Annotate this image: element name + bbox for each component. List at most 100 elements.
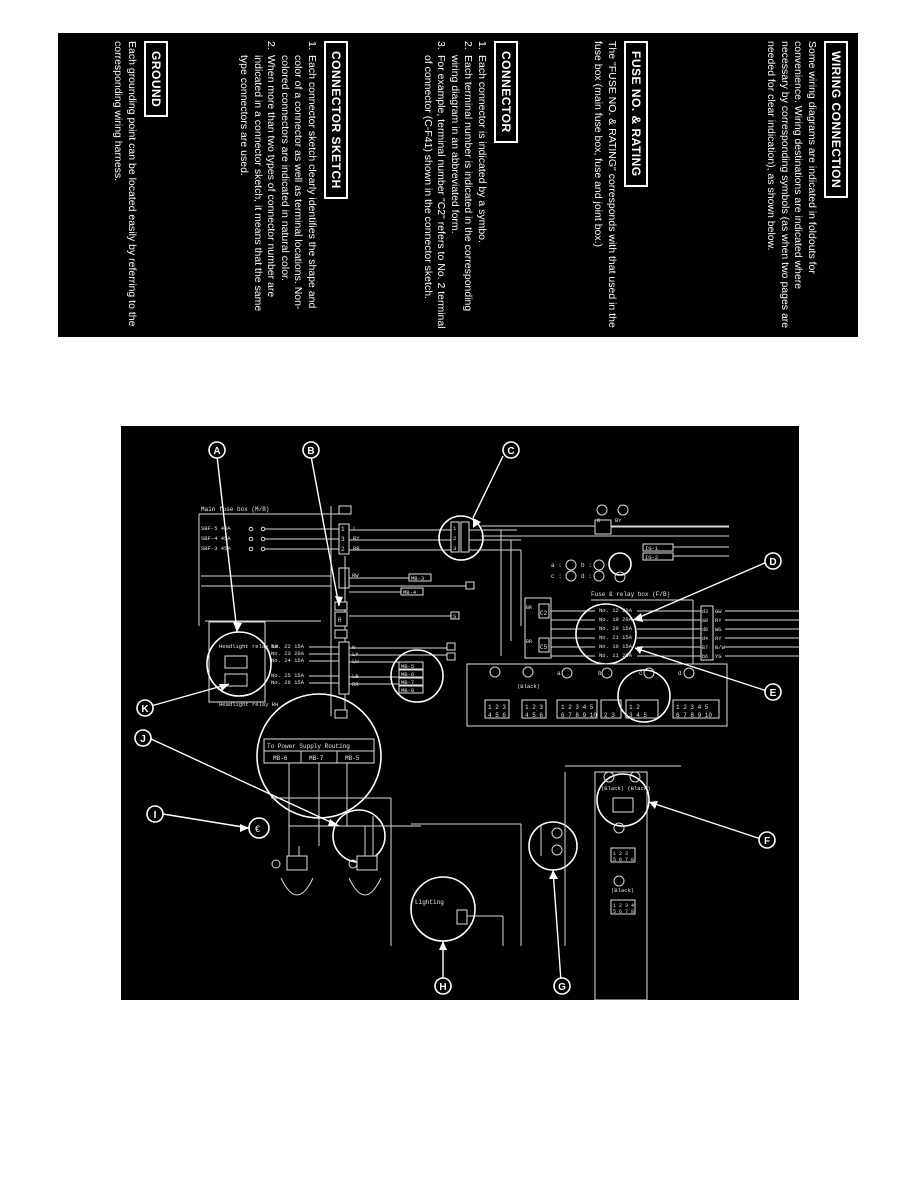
letter-a: a (557, 670, 561, 677)
power-supply-callout: To Power Supply Routing MB-6 MB-7 MB-5 (256, 693, 382, 846)
headlamps: € (248, 797, 522, 946)
svg-text:J: J (140, 734, 146, 745)
main-fuse-box-label: Main fuse box (M/B) (201, 506, 269, 513)
svg-text:1 2 3 4: 1 2 3 4 (613, 903, 634, 909)
list-item: 1.Each connector is indicated by a symbo… (476, 41, 488, 243)
connector-sketch-row: (Black) a b c d 1 2 34 5 6 1 2 34 5 6 1 … (466, 663, 728, 727)
svg-text:A: A (213, 446, 220, 457)
fuse-25: No. 25 15A (271, 672, 305, 679)
svg-text:B: B (597, 517, 601, 524)
svg-text:d3: d3 (702, 609, 708, 615)
svg-text:D: D (769, 557, 776, 568)
rotated-text-content: WIRING CONNECTION Some wiring diagrams a… (58, 33, 858, 337)
svg-text:G: G (558, 982, 566, 993)
svg-text:1: 1 (453, 525, 457, 532)
svg-text:3 4 5: 3 4 5 (629, 712, 647, 719)
svg-text:d4: d4 (702, 636, 708, 642)
fuse-12: No. 12 20A (599, 607, 633, 614)
connector-sketch-heading: CONNECTOR SKETCH (324, 41, 348, 199)
svg-text:5 6 7 8: 5 6 7 8 (613, 857, 634, 863)
svg-text:F: F (764, 836, 770, 847)
sbf-label-1: SBF-5 40A (201, 525, 231, 532)
svg-text:b6: b6 (702, 654, 708, 660)
ground-heading: GROUND (144, 41, 168, 118)
list-item: 3.For example, terminal number "C2" refe… (422, 41, 448, 329)
svg-text:6 7 8 9 10: 6 7 8 9 10 (676, 712, 712, 719)
svg-text:B7: B7 (702, 645, 708, 651)
mb-tag-4: MB-4 (403, 589, 417, 596)
svg-text:C2: C2 (540, 610, 548, 617)
callout-d: D (764, 552, 782, 570)
svg-text:BY: BY (615, 517, 622, 524)
ig-tag-2: IG-2 (645, 554, 658, 561)
callout-b: B (302, 441, 320, 459)
wiring-connection-text: Some wiring diagrams are indicated in fo… (765, 41, 819, 329)
svg-text:R: R (338, 617, 342, 624)
instruction-text-panel: WIRING CONNECTION Some wiring diagrams a… (58, 33, 858, 337)
fuse-relay-box: Fuse & relay box (F/B) C2 C5 BR BR No. 1… (524, 591, 799, 666)
power-cell-2: MB-7 (309, 755, 324, 762)
fuse-rating-section: FUSE NO. & RATING The "FUSE NO. & RATING… (591, 41, 648, 331)
callout-j: J (134, 729, 152, 747)
ground-text: Each grounding point can be located easi… (112, 41, 139, 327)
lighting-label: Lighting (415, 899, 444, 906)
wiring-diagram: Main fuse box (M/B) SBF-5 40A SBF-4 45A … (121, 426, 799, 1000)
svg-text:BR: BR (526, 605, 532, 611)
svg-text:€: € (255, 824, 260, 834)
fuse-rating-heading: FUSE NO. & RATING (624, 41, 648, 187)
fuse-rating-text: The "FUSE NO. & RATING" corresponds with… (592, 41, 619, 328)
relay-rh-label: Headlight relay RH (219, 701, 278, 708)
svg-text:1 2: 1 2 (629, 704, 640, 711)
callout-leader-lines (148, 455, 768, 982)
svg-text:1 2 3 4 5: 1 2 3 4 5 (676, 704, 709, 711)
right-connector-column: (Black) (Black) 1 2 35 6 7 8 (Black) 1 2… (564, 765, 681, 1000)
callout-c-connector: 1 2 3 (438, 515, 729, 656)
svg-text:a :: a : (551, 562, 562, 569)
svg-text:E: E (770, 688, 777, 699)
svg-text:2: 2 (341, 546, 345, 553)
mb-tag-7: MB-7 (401, 679, 414, 686)
wire-color-br: BR (353, 545, 360, 552)
wire-color-ry: RY (353, 535, 360, 542)
black-label: (Black) (517, 683, 540, 690)
mb-tag-8: MB-8 (401, 687, 414, 694)
fuse-21: No. 21 15A (599, 634, 633, 641)
list-item: 1.Each connector sketch clearly identifi… (279, 41, 318, 310)
sbf-label-3: SBF-3 45A (201, 545, 231, 552)
fuse-10: No. 10 15A (599, 643, 633, 650)
svg-text:2: 2 (453, 535, 456, 542)
fuse-26: No. 26 15A (271, 679, 305, 686)
svg-text:d8: d8 (702, 627, 708, 633)
svg-text:H: H (439, 982, 446, 993)
fuse-22: No. 22 15A (271, 643, 305, 650)
svg-text:4 5 6: 4 5 6 (525, 712, 543, 719)
svg-text:3: 3 (453, 545, 456, 552)
svg-text:3: 3 (341, 536, 345, 543)
ig-tag-1: IG-1 (645, 545, 659, 552)
svg-text:2 3: 2 3 (604, 712, 615, 719)
fuse-19: No. 19 20A (599, 616, 633, 623)
right-color-ry-2: RY (715, 635, 722, 642)
svg-text:1 2 3: 1 2 3 (525, 704, 543, 711)
svg-text:C5: C5 (540, 644, 548, 651)
callout-i: I (146, 805, 164, 823)
svg-text:a8: a8 (702, 618, 708, 624)
svg-text:I: I (154, 810, 157, 821)
black-pair-label: (Black) (Black) (601, 785, 651, 792)
sbf-label-2: SBF-4 45A (201, 535, 231, 542)
wiring-connection-section: WIRING CONNECTION Some wiring diagrams a… (764, 41, 848, 331)
letter-b: b (598, 670, 602, 677)
power-cell-1: MB-6 (273, 755, 288, 762)
letter-c: c (639, 670, 643, 677)
right-color-ry-1: RY (715, 617, 722, 624)
svg-text:5 6 7 8: 5 6 7 8 (613, 909, 634, 915)
fuse-23: No. 23 20A (271, 650, 305, 657)
fuse-20: No. 20 15A (599, 625, 633, 632)
svg-text:b :: b : (581, 562, 592, 569)
svg-text:4 5 6: 4 5 6 (488, 712, 506, 719)
svg-text:1 2 3 4 5: 1 2 3 4 5 (561, 704, 594, 711)
connector-sketch-section: CONNECTOR SKETCH 1.Each connector sketch… (237, 41, 348, 331)
connector-list: 1.Each connector is indicated by a symbo… (421, 41, 488, 331)
mb-tag-6: MB-6 (401, 671, 414, 678)
list-item: 2.Each terminal number is indicated in t… (449, 41, 475, 312)
